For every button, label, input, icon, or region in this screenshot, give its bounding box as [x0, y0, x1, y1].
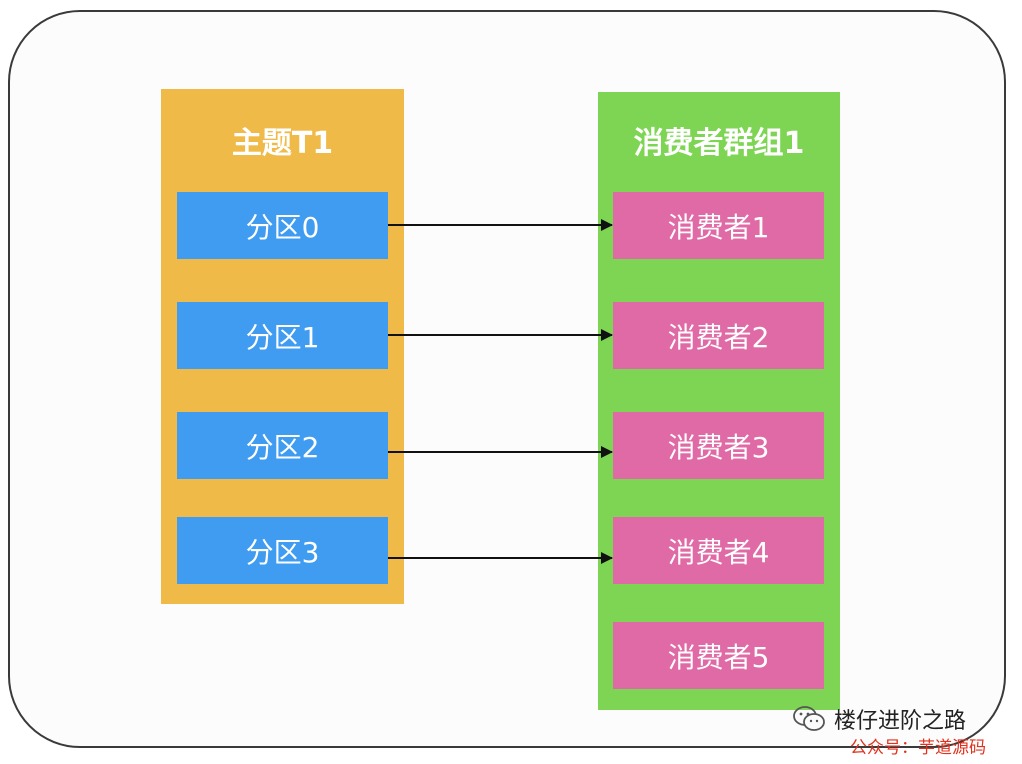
- partition-0: 分区0: [177, 192, 388, 259]
- partition-2: 分区2: [177, 412, 388, 479]
- consumer-4: 消费者4: [613, 517, 824, 584]
- wechat-icon: [793, 706, 825, 731]
- watermark-name: 楼仔进阶之路: [834, 709, 967, 734]
- consumer-group-box: [598, 92, 840, 710]
- topic-title: 主题T1: [231, 126, 334, 161]
- partition-3: 分区3: [177, 517, 388, 584]
- consumer-5: 消费者5: [613, 622, 824, 689]
- consumer-3: 消费者3: [613, 412, 824, 479]
- consumer-1: 消费者1: [613, 192, 824, 259]
- partition-1: 分区1: [177, 302, 388, 369]
- consumer-group-title: 消费者群组1: [633, 126, 805, 161]
- diagram-frame: [8, 10, 1006, 748]
- consumer-2: 消费者2: [613, 302, 824, 369]
- watermark: 楼仔进阶之路: [792, 703, 966, 735]
- watermark-subtitle: 公众号：芋道源码: [850, 738, 986, 758]
